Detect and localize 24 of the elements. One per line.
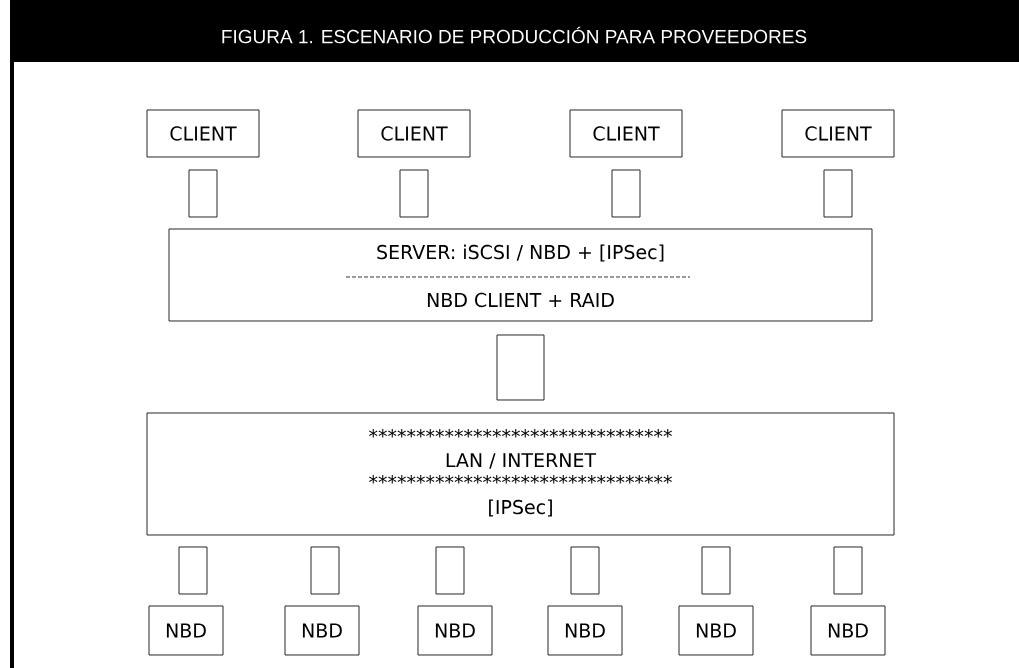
nbd-box: NBD: [547, 605, 623, 656]
connector-block: [399, 169, 429, 218]
network-box: ******************************** LAN / INTERNET ******************************** [IPSec]: [146, 412, 895, 536]
connector-block: [701, 546, 731, 595]
nbd-box: NBD: [284, 605, 360, 656]
connector-block: [496, 334, 545, 401]
client-box: CLIENT: [569, 109, 683, 158]
nbd-box: NBD: [417, 605, 493, 656]
nbd-box: NBD: [148, 605, 224, 656]
connector-block: [611, 169, 641, 218]
client-box: CLIENT: [357, 109, 471, 158]
connector-block: [570, 546, 600, 595]
connector-block: [833, 546, 863, 595]
nbd-box: NBD: [810, 605, 886, 656]
connector-block: [188, 169, 218, 218]
client-box: CLIENT: [146, 109, 260, 158]
client-box: CLIENT: [781, 109, 895, 158]
connector-block: [178, 546, 208, 595]
server-box: SERVER: iSCSI / NBD + [IPSec] NBD CLIENT + RAID: [168, 228, 873, 322]
connector-block: [435, 546, 465, 595]
connector-block: [823, 169, 853, 218]
nbd-box: NBD: [678, 605, 754, 656]
title-bar: FIGURA 1. ESCENARIO DE PRODUCCIÓN PARA PROVEEDORES: [10, 0, 1019, 62]
connector-block: [310, 546, 340, 595]
